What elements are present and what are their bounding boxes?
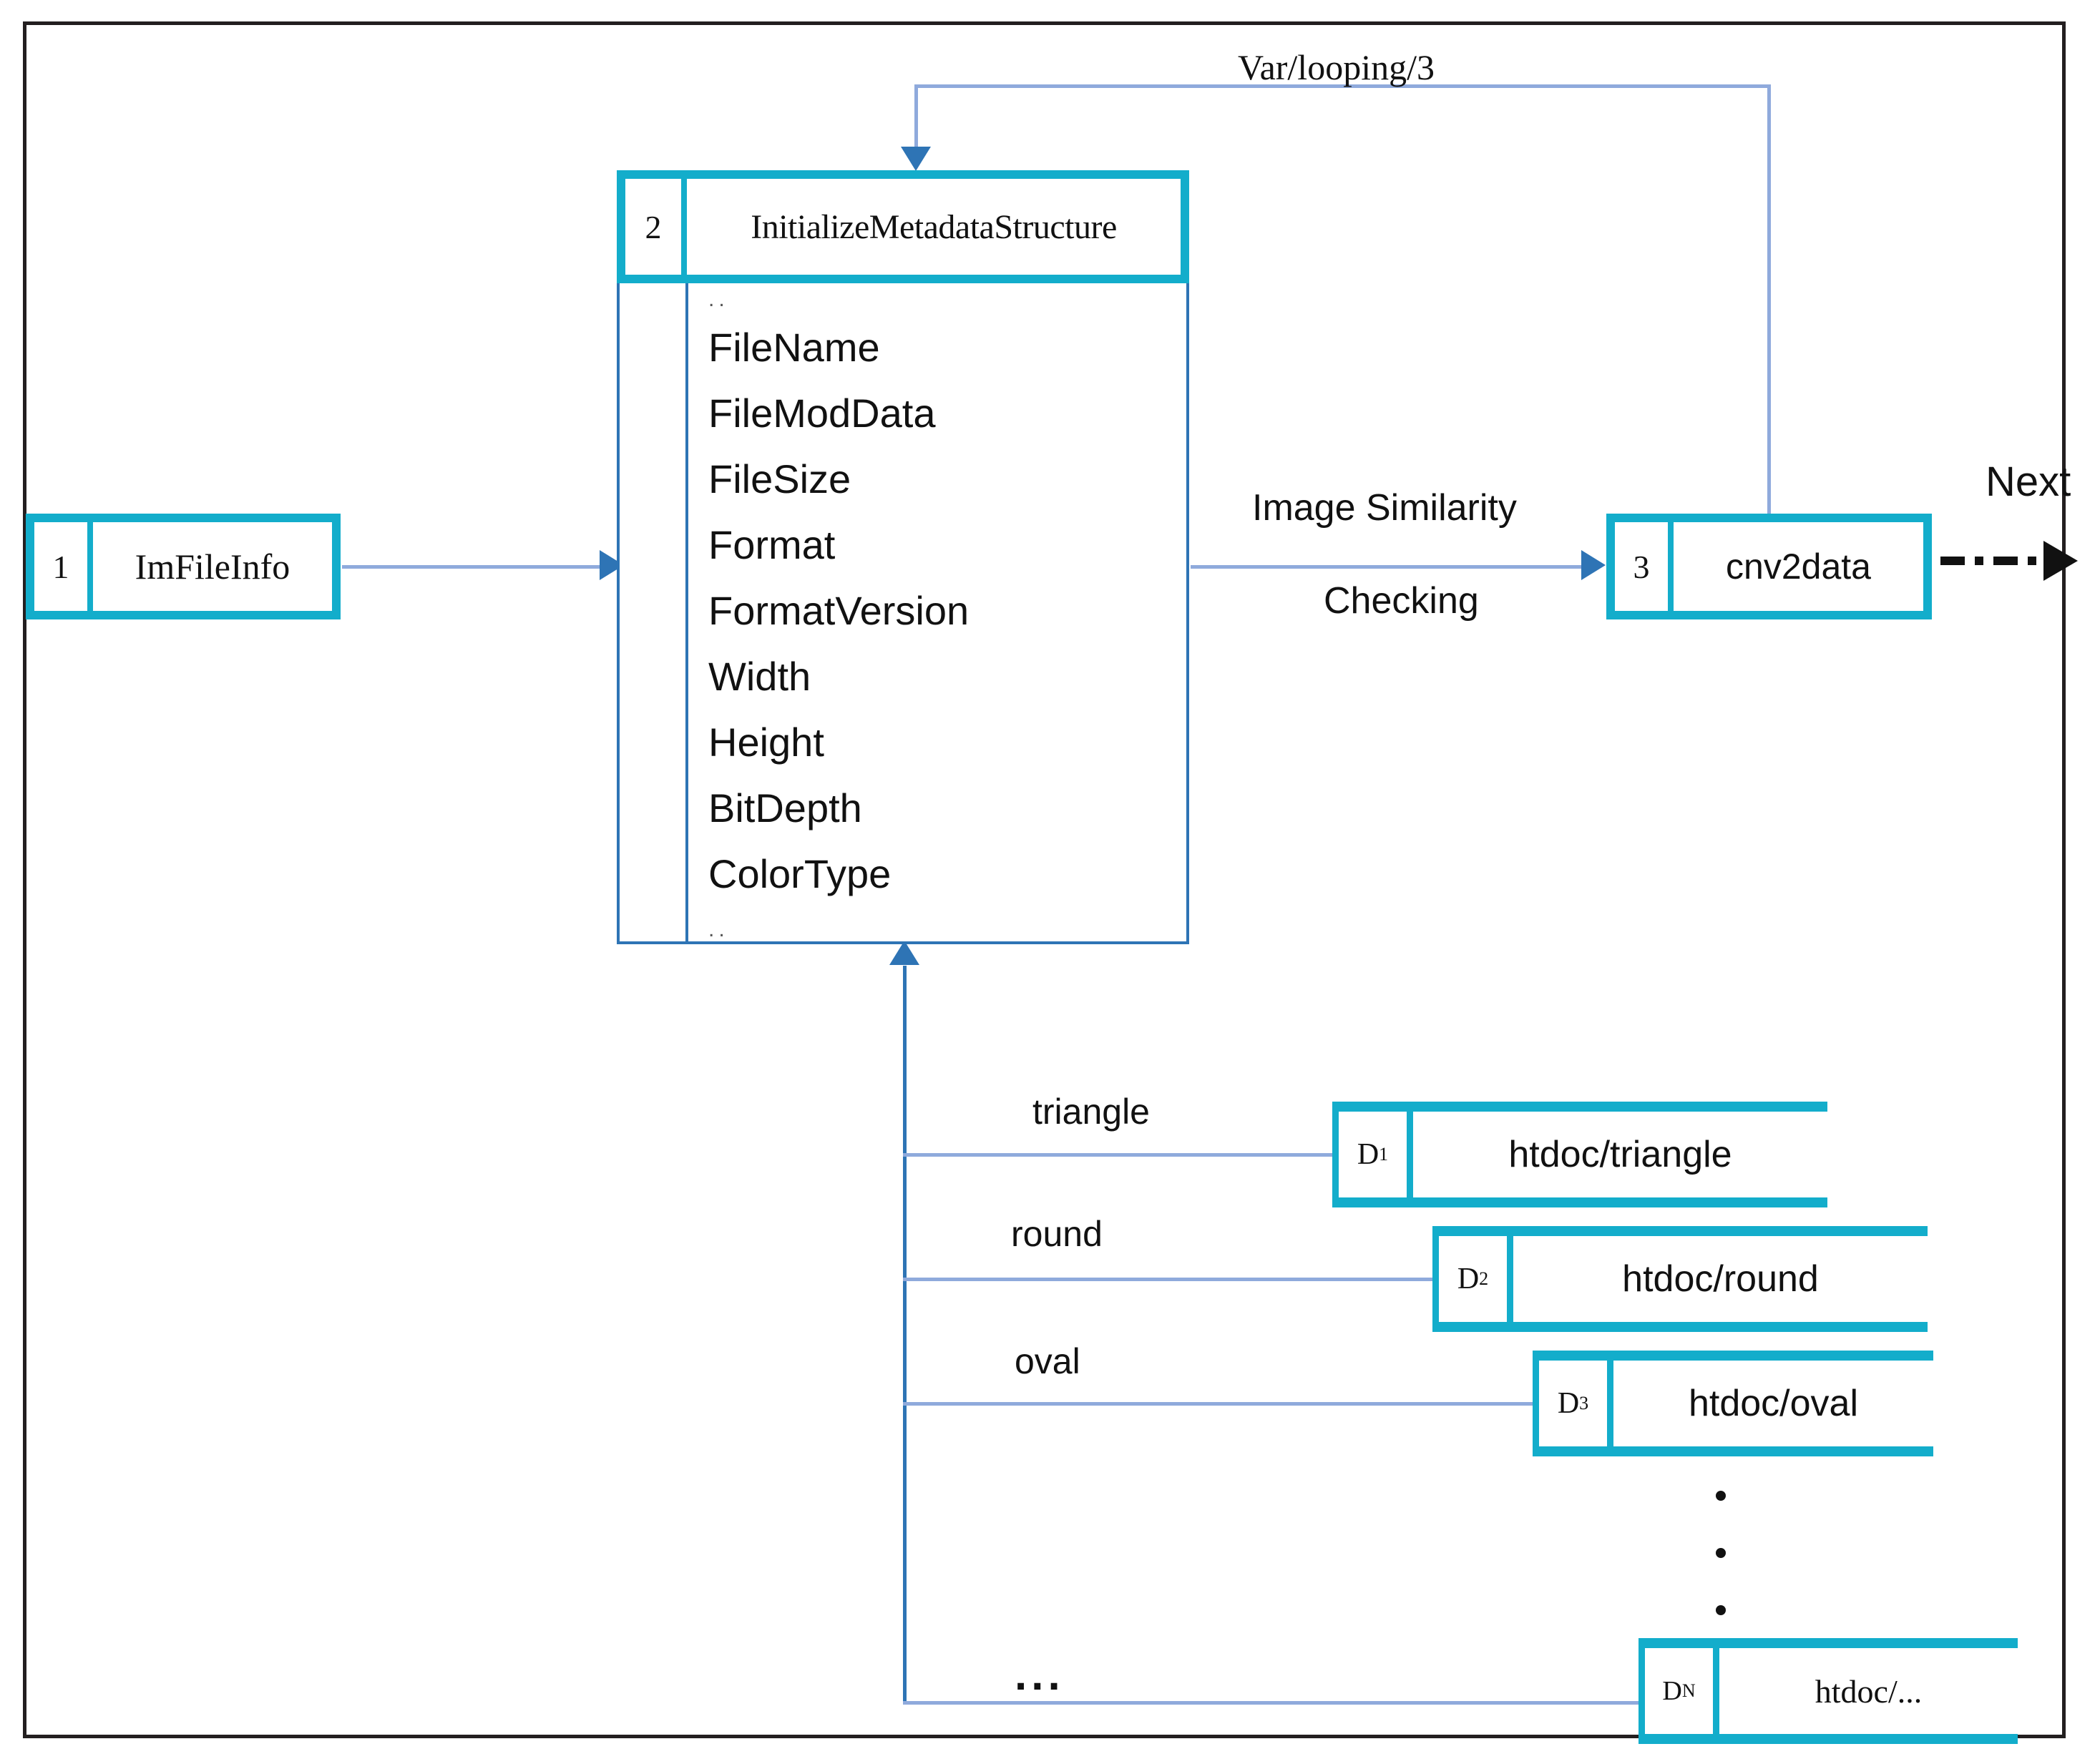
branch-line-round (903, 1278, 1438, 1281)
loop-edge-horizontal-top (914, 84, 1771, 88)
metadata-field: FileModData (708, 391, 936, 436)
doc-node-d2-path: htdoc/round (1622, 1258, 1819, 1300)
next-label: Next (1986, 459, 2071, 505)
branch-line-oval (903, 1402, 1538, 1406)
metadata-field: ColorType (708, 851, 892, 896)
metadata-field: Height (708, 720, 824, 765)
metadata-field-list: .. FileName FileModData FileSize Format … (698, 285, 1181, 941)
loop-edge-vertical-left (914, 84, 918, 155)
metadata-top-ellipsis: .. (708, 288, 729, 311)
branch-trunk-vertical (903, 966, 907, 1701)
branch-label-oval: oval (1015, 1341, 1080, 1381)
metadata-panel-column-rule (685, 282, 688, 941)
branch-line-n (903, 1701, 1644, 1705)
loop-edge-vertical-right (1767, 84, 1771, 516)
metadata-field: FormatVersion (708, 588, 970, 633)
metadata-field: Width (708, 654, 811, 699)
branch-line-triangle (903, 1153, 1338, 1157)
next-arrowhead-icon (2043, 541, 2078, 581)
node-imfileinfo-label: ImFileInfo (135, 547, 290, 587)
doc-node-d1-index-letter: D (1357, 1138, 1379, 1171)
metadata-field: FileName (708, 325, 880, 370)
loop-edge-arrowhead (901, 147, 931, 171)
metadata-field: BitDepth (708, 785, 862, 830)
vertical-ellipsis-dot (1716, 1605, 1726, 1615)
node-imfileinfo[interactable]: 1 ImFileInfo (26, 514, 341, 619)
next-dashdot-line (1940, 557, 2048, 565)
metadata-structure-panel: .. FileName FileModData FileSize Format … (617, 279, 1189, 944)
doc-node-d3-index-letter: D (1557, 1387, 1580, 1420)
node-cnv2data-label: cnv2data (1726, 547, 1871, 587)
doc-node-d1-path: htdoc/triangle (1508, 1134, 1732, 1175)
metadata-field: FileSize (708, 456, 851, 501)
branch-label-round: round (1011, 1214, 1103, 1254)
edge-similarity-label-line2: Checking (1324, 580, 1479, 622)
doc-node-dn-index-letter: D (1662, 1676, 1682, 1706)
edge-initialize-to-cnv2data (1191, 565, 1596, 569)
vertical-ellipsis-dot (1716, 1491, 1726, 1501)
branch-trunk-arrowhead (889, 941, 919, 965)
node-initialize-metadata-structure[interactable]: 2 InitializeMetadataStructure (617, 170, 1189, 283)
branch-label-ellipsis: ... (1015, 1650, 1065, 1700)
loop-edge-label: Var/looping/3 (1238, 47, 1435, 87)
node-initialize-index: 2 (625, 179, 687, 275)
edge-imfileinfo-to-initialize (342, 565, 615, 569)
node-cnv2data[interactable]: 3 cnv2data (1606, 514, 1932, 619)
edge-similarity-label-line1: Image Similarity (1252, 487, 1517, 529)
node-imfileinfo-index: 1 (34, 522, 93, 611)
doc-node-d1-index-sub: 1 (1379, 1144, 1389, 1165)
edge-initialize-to-cnv2data-arrowhead (1581, 550, 1606, 580)
node-cnv2data-index: 3 (1615, 522, 1674, 611)
doc-node-d2-index-letter: D (1457, 1263, 1480, 1295)
metadata-bottom-ellipsis: .. (708, 923, 729, 941)
doc-node-dn-index-sub: N (1681, 1680, 1696, 1701)
doc-node-d3-index-sub: 3 (1579, 1393, 1589, 1413)
doc-node-dn-path: htdoc/... (1815, 1672, 1923, 1710)
doc-node-d2-index-sub: 2 (1479, 1268, 1489, 1289)
vertical-ellipsis-dot (1716, 1548, 1726, 1558)
metadata-field: Format (708, 522, 836, 567)
doc-node-d3-path: htdoc/oval (1688, 1383, 1859, 1424)
branch-label-triangle: triangle (1032, 1092, 1150, 1132)
node-initialize-label: InitializeMetadataStructure (751, 207, 1117, 246)
